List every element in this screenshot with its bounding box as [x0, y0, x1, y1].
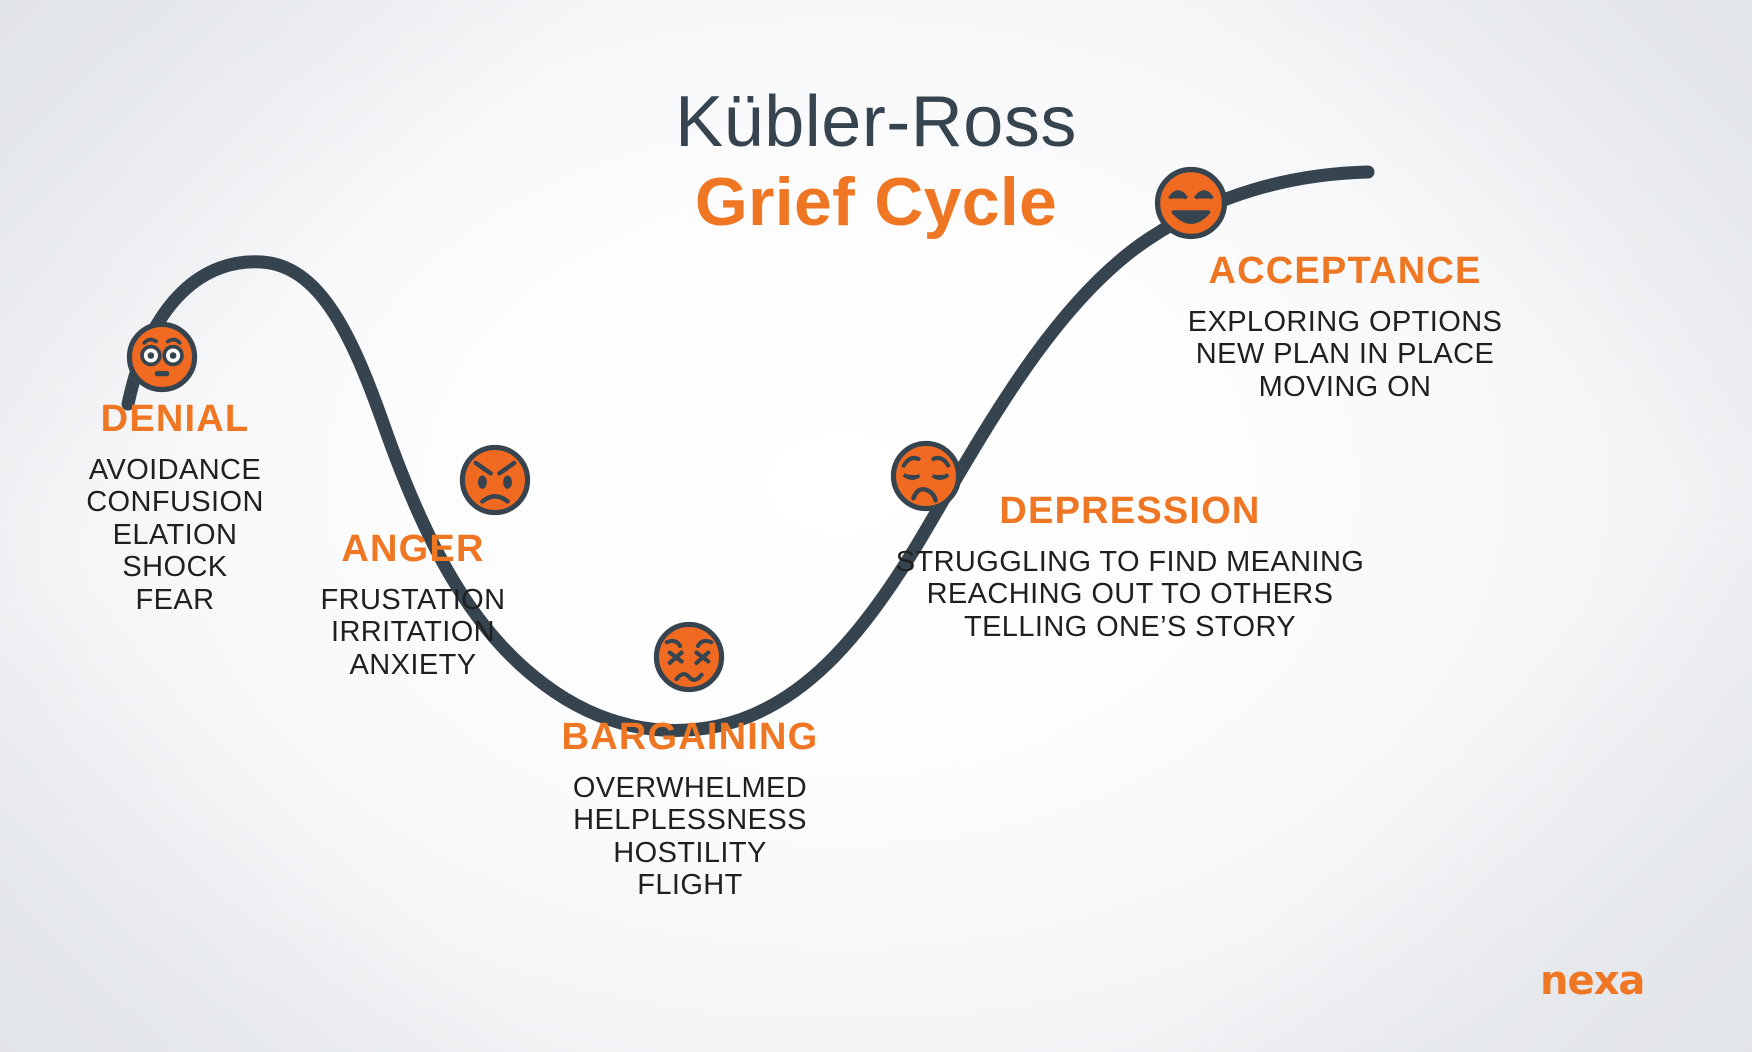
distressed-face-icon: [653, 621, 725, 693]
stage-block-anger: ANGER FRUSTATION IRRITATION ANXIETY: [258, 528, 568, 681]
list-item: IRRITATION: [330, 616, 496, 649]
list-item: HELPLESSNESS: [573, 804, 807, 837]
stage-heading-depression: DEPRESSION: [999, 490, 1261, 532]
nexa-logo: nexa: [1540, 958, 1645, 1004]
list-item: CONFUSION: [86, 486, 264, 519]
stage-items-bargaining: OVERWHELMED HELPLESSNESS HOSTILITY FLIGH…: [530, 772, 850, 902]
list-item: HOSTILITY: [613, 836, 767, 869]
stage-items-anger: FRUSTATION IRRITATION ANXIETY: [258, 584, 568, 681]
stage-block-bargaining: BARGAINING OVERWHELMED HELPLESSNESS HOST…: [530, 716, 850, 902]
list-item: OVERWHELMED: [572, 771, 808, 804]
list-item: FRUSTATION: [320, 583, 506, 616]
title-line-secondary: Grief Cycle: [694, 164, 1058, 240]
list-item: ELATION: [112, 518, 238, 551]
list-item: FLIGHT: [637, 869, 743, 902]
stage-items-acceptance: EXPLORING OPTIONS NEW PLAN IN PLACE MOVI…: [1150, 306, 1540, 403]
list-item: TELLING ONE’S STORY: [963, 610, 1297, 643]
list-item: REACHING OUT TO OTHERS: [926, 578, 1334, 611]
list-item: NEW PLAN IN PLACE: [1195, 338, 1495, 371]
stage-heading-anger: ANGER: [341, 528, 485, 570]
list-item: AVOIDANCE: [88, 453, 262, 486]
smiling-face-icon: [1154, 166, 1228, 240]
stage-heading-acceptance: ACCEPTANCE: [1208, 250, 1482, 292]
list-item: ANXIETY: [349, 648, 477, 681]
stage-items-denial: AVOIDANCE CONFUSION ELATION SHOCK FEAR: [20, 454, 330, 616]
sad-tired-face-icon: [890, 440, 962, 512]
list-item: MOVING ON: [1258, 370, 1432, 403]
shocked-face-icon: [126, 321, 198, 393]
stage-heading-denial: DENIAL: [100, 398, 250, 440]
stage-heading-bargaining: BARGAINING: [561, 716, 819, 758]
angry-face-icon: [459, 444, 531, 516]
stage-block-acceptance: ACCEPTANCE EXPLORING OPTIONS NEW PLAN IN…: [1150, 250, 1540, 403]
list-item: SHOCK: [122, 551, 228, 584]
title-line-primary: Kübler-Ross: [675, 82, 1077, 162]
stage-block-depression: DEPRESSION STRUGGLING TO FIND MEANING RE…: [880, 490, 1380, 643]
list-item: EXPLORING OPTIONS: [1187, 305, 1503, 338]
stage-block-denial: DENIAL AVOIDANCE CONFUSION ELATION SHOCK…: [20, 398, 330, 616]
page-title: Kübler-Ross Grief Cycle: [0, 86, 1752, 236]
list-item: FEAR: [135, 583, 215, 616]
list-item: STRUGGLING TO FIND MEANING: [895, 545, 1365, 578]
stage-items-depression: STRUGGLING TO FIND MEANING REACHING OUT …: [880, 546, 1380, 643]
